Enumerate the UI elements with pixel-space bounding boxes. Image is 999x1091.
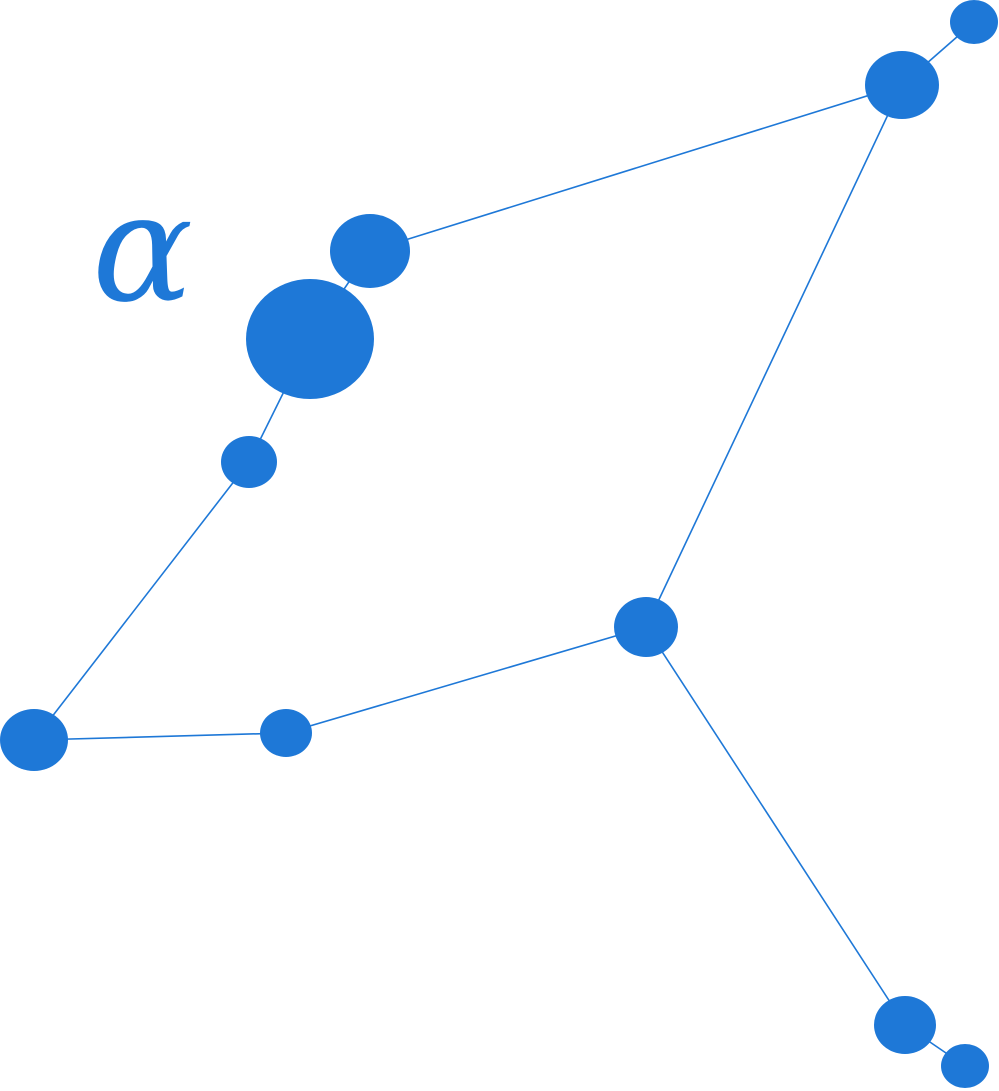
node-n_corner_br bbox=[941, 1044, 989, 1088]
edge-n_right_top-n_center_right bbox=[645, 84, 903, 628]
node-n_left bbox=[0, 709, 68, 771]
edge-n_bottom_mid-n_center_right bbox=[285, 626, 647, 734]
edge-n_center_right-n_bottom_right bbox=[645, 626, 906, 1026]
node-n_bottom_mid bbox=[260, 709, 312, 757]
node-n_bottom_right bbox=[874, 996, 936, 1054]
node-n_right_top bbox=[865, 51, 939, 119]
edges-layer bbox=[33, 21, 975, 1067]
edge-n_left-n_bottom_mid bbox=[33, 732, 287, 741]
node-n_center_right bbox=[614, 597, 678, 657]
alpha-label: α bbox=[92, 162, 193, 336]
node-n_big bbox=[246, 279, 374, 399]
node-n_corner_tr bbox=[950, 0, 998, 44]
node-n_upper_mid bbox=[330, 214, 410, 288]
node-n_small_left bbox=[221, 436, 277, 488]
edge-n_small_left-n_left bbox=[33, 461, 250, 741]
edge-n_right_top-n_upper_mid bbox=[369, 84, 903, 252]
